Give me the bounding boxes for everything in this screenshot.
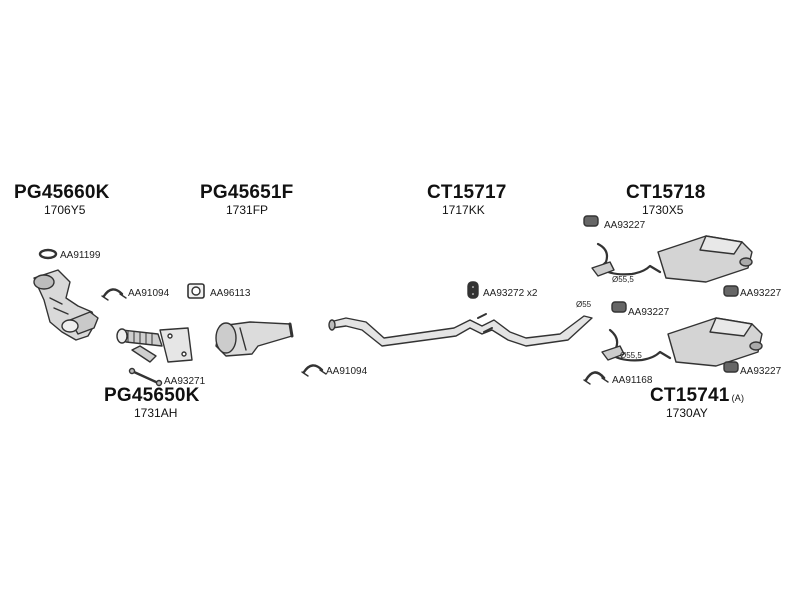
rear-silencer-illustration [591, 235, 753, 283]
oem-code: 1731FP [226, 203, 269, 217]
catalytic-converter-illustration [33, 269, 99, 341]
rubber-hanger-icon [723, 361, 739, 373]
diameter-label: Ø55 [576, 300, 592, 309]
part-number: PG45651F [200, 182, 294, 203]
part-number: PG45660K [14, 182, 110, 203]
part-number: CT15718 [626, 182, 706, 203]
part-number: CT15741(A) [650, 385, 744, 407]
accessory-code: AA93227 [628, 307, 670, 318]
accessory-code: AA93272 x2 [483, 288, 538, 299]
bolt-kit-icon [128, 367, 163, 387]
rubber-hanger-icon [583, 215, 599, 227]
part-number-text: CT15741 [650, 385, 730, 406]
rear-silencer-illustration [601, 317, 763, 367]
rubber-hanger-icon [723, 285, 739, 297]
accessory-code: AA91094 [326, 366, 368, 377]
accessory-code: AA96113 [210, 288, 251, 299]
diameter-label: Ø55,5 [612, 275, 634, 284]
rubber-hanger-icon [467, 281, 479, 299]
flex-pipe-illustration [116, 327, 193, 363]
particulate-filter-illustration [215, 321, 294, 357]
diameter-label: Ø55,5 [620, 351, 642, 360]
part-number: PG45650K [104, 385, 200, 406]
oem-code: 1730AY [666, 406, 708, 420]
part-number: CT15717 [427, 182, 507, 203]
accessory-code: AA93227 [740, 288, 782, 299]
gasket-icon [187, 283, 205, 299]
oem-code: 1730X5 [642, 203, 684, 217]
oem-code: 1731AH [134, 406, 178, 420]
accessory-code: AA93271 [164, 376, 206, 387]
intermediate-pipe-illustration [328, 313, 593, 347]
clamp-icon [583, 371, 609, 385]
accessory-code: AA91199 [60, 250, 101, 261]
oem-code: 1706Y5 [44, 203, 86, 217]
rubber-hanger-icon [611, 301, 627, 313]
clamp-icon [101, 288, 127, 301]
accessory-code: AA91168 [612, 375, 653, 386]
accessory-code: AA93227 [740, 366, 782, 377]
accessory-code: AA93227 [604, 220, 646, 231]
part-suffix: (A) [731, 393, 745, 403]
oem-code: 1717KK [442, 203, 485, 217]
clamp-icon [38, 248, 58, 260]
accessory-code: AA91094 [128, 288, 170, 299]
clamp-icon [301, 364, 327, 377]
